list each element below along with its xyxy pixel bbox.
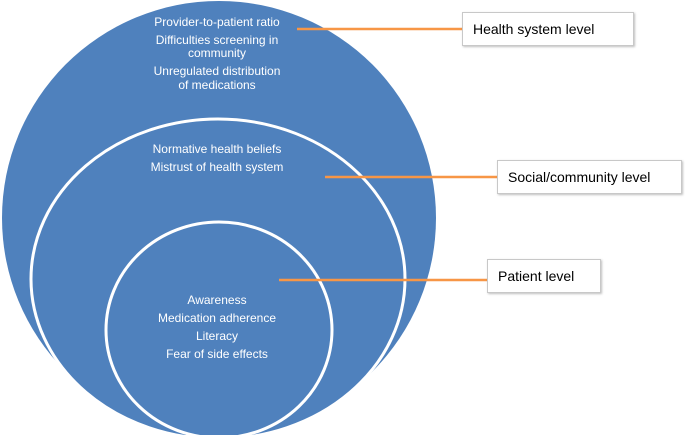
patient-item: Literacy xyxy=(196,329,238,343)
health-system-item: of medications xyxy=(178,78,255,92)
health-system-item: Unregulated distribution xyxy=(154,64,281,78)
health-system-item: Provider-to-patient ratio xyxy=(154,15,280,29)
patient-item: Medication adherence xyxy=(158,311,276,325)
patient-level-label: Patient level xyxy=(487,259,601,293)
patient-item: Fear of side effects xyxy=(166,347,268,361)
patient-circle xyxy=(104,220,334,435)
social-community-item: Mistrust of health system xyxy=(151,160,284,174)
health-system-item: community xyxy=(188,46,246,60)
social-community-level-label: Social/community level xyxy=(497,160,682,194)
social-community-item: Normative health beliefs xyxy=(153,142,282,156)
patient-item: Awareness xyxy=(187,293,246,307)
health-system-item: Difficulties screening in xyxy=(156,33,279,47)
health-system-level-label: Health system level xyxy=(462,12,634,46)
